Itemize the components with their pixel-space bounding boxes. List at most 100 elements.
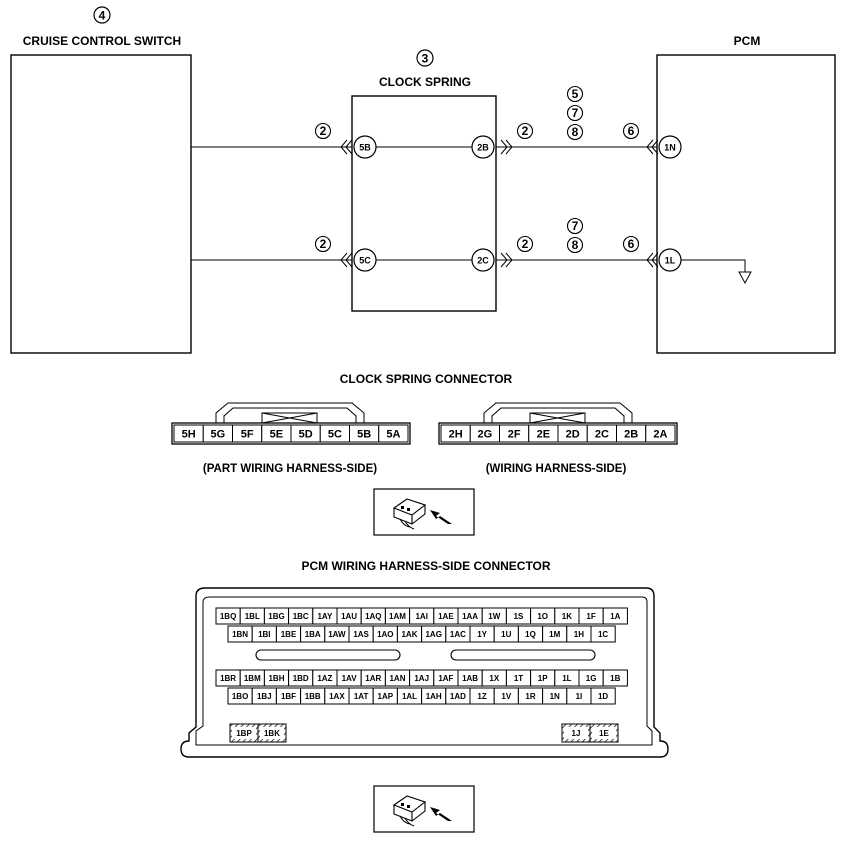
clock-spring-harness-pin-label: 2G [478,429,493,441]
pcm-row2-pin-label: 1BA [305,630,321,639]
clock-spring-part-pin-label: 5E [270,429,283,441]
wire-upper: 2 5B 2B 2 5 7 8 6 1N [191,85,682,159]
pcm-row3-pin-label: 1P [538,674,548,683]
pcm-row3-pin-label: 1BR [220,674,236,683]
pcm-row4-pin-label: 1AP [378,692,394,701]
clock-spring-harness-pin-label: 2D [566,429,580,441]
pcm-row1-pin-label: 1AQ [365,612,381,621]
clock-spring-pin-2b: 2B [477,143,489,153]
pcm-label: PCM [734,34,761,48]
pcm-row3-pin-label: 1AF [438,674,453,683]
pcm-row3-pin-label: 1T [514,674,523,683]
pcm-row2-pin-label: 1AO [377,630,393,639]
pcm-row2-pin-label: 1BN [232,630,248,639]
clock-spring: 3 CLOCK SPRING [351,49,497,312]
pcm-corner-right-pin-label: 1E [599,729,609,738]
clock-spring-part-pin-label: 5A [386,429,400,441]
clock-spring-harness-pin-label: 2H [449,429,463,441]
pcm: PCM [656,34,836,354]
pcm-corner-left-pin-label: 1BK [264,729,280,738]
connector-view-icon [373,488,475,536]
pcm-row2-pin-label: 1C [598,630,608,639]
pcm-row1-pin-label: 1BG [268,612,284,621]
wire-lower-callout-left: 2 [320,237,327,251]
pcm-row2-pin-label: 1H [574,630,584,639]
wire-upper-callout-8: 8 [572,125,579,139]
pcm-row2-pin-label: 1AK [401,630,417,639]
pcm-row4-pin-label: 1BB [305,692,321,701]
connector-view-icon-2 [373,785,475,833]
clock-spring-harness-pin-label: 2C [595,429,609,441]
clock-spring-part-pin-label: 5C [328,429,342,441]
pcm-row1-pin-label: 1BQ [220,612,236,621]
pcm-row1-cell [602,607,628,625]
pcm-row4-pin-label: 1AT [354,692,369,701]
pcm-row2-cell [590,625,616,643]
pcm-row3-pin-label: 1AB [462,674,478,683]
pcm-row3-pin-label: 1AZ [317,674,332,683]
pcm-row3-pin-label: 1X [489,674,499,683]
clock-spring-harness-pin-label: 2E [537,429,550,441]
pcm-row1-pin-label: 1F [586,612,595,621]
pcm-row3-pin-label: 1B [610,674,620,683]
pcm-row2-pin-label: 1AC [450,630,466,639]
cruise-switch-callout: 4 [99,9,106,23]
wire-upper-callout-7: 7 [572,106,579,120]
pcm-row2-pin-label: 1AG [425,630,441,639]
pcm-row3-pin-label: 1AV [342,674,358,683]
pcm-row2-pin-label: 1AS [353,630,369,639]
pcm-row4-cell [590,687,616,705]
pcm-row1-pin-label: 1A [610,612,620,621]
pcm-row1-pin-label: 1BC [293,612,309,621]
part-side-caption: (PART WIRING HARNESS-SIDE) [203,463,377,475]
pcm-row1-pin-label: 1AA [462,612,478,621]
pcm-row3-cell [602,669,628,687]
clock-spring-callout: 3 [422,52,429,66]
clock-spring-part-pin-label: 5H [182,429,196,441]
pcm-corner-left-pin-label: 1BP [236,729,252,738]
wire-upper-callout-mid: 2 [522,124,529,138]
pcm-row1-pin-label: 1AY [317,612,332,621]
pcm-row2-pin-label: 1Y [477,630,487,639]
pcm-row4-pin-label: 1BO [232,692,248,701]
pcm-row2-pin-label: 1AW [328,630,346,639]
pcm-row3-pin-label: 1G [586,674,597,683]
pcm-row4-pin-label: 1AD [450,692,466,701]
clock-spring-pin-5c: 5C [359,256,371,266]
harness-side-caption: (WIRING HARNESS-SIDE) [486,463,627,475]
wire-lower-callout-7: 7 [572,219,579,233]
wire-lower-callout-mid: 2 [522,237,529,251]
wire-upper-callout-5: 5 [572,87,579,101]
pcm-row4-pin-label: 1D [598,692,608,701]
pcm-pin-1l: 1L [665,256,676,266]
clock-spring-pin-5b: 5B [359,143,371,153]
pcm-row1-pin-label: 1AM [389,612,406,621]
cruise-switch-label: CRUISE CONTROL SWITCH [23,34,181,48]
pcm-row3-pin-label: 1AJ [414,674,429,683]
pcm-corner-right-pin-label: 1J [572,729,581,738]
clock-spring-connector-title: CLOCK SPRING CONNECTOR [340,372,513,386]
clock-spring-part-pin-label: 5B [357,429,371,441]
pcm-pin-1n: 1N [664,143,676,153]
clock-spring-harness-pin-label: 2F [508,429,521,441]
wire-lower-callout-8: 8 [572,238,579,252]
pcm-row2-pin-label: 1BI [258,630,270,639]
wire-upper-callout-pcm: 6 [628,124,635,138]
pcm-row1-pin-label: 1BL [245,612,260,621]
pcm-row4-pin-label: 1N [550,692,560,701]
pcm-row4-pin-label: 1R [525,692,535,701]
pcm-row1-pin-label: 1S [514,612,524,621]
ground-icon [738,271,752,285]
pcm-row2-pin-label: 1U [501,630,511,639]
pcm-row4-pin-label: 1Z [477,692,486,701]
pcm-row4-pin-label: 1V [501,692,511,701]
pcm-row3-pin-label: 1BD [293,674,309,683]
pcm-row4-pin-label: 1BF [281,692,296,701]
pcm-row1-pin-label: 1AE [438,612,454,621]
pcm-row1-pin-label: 1O [537,612,548,621]
clock-spring-part-pin-label: 5F [241,429,254,441]
